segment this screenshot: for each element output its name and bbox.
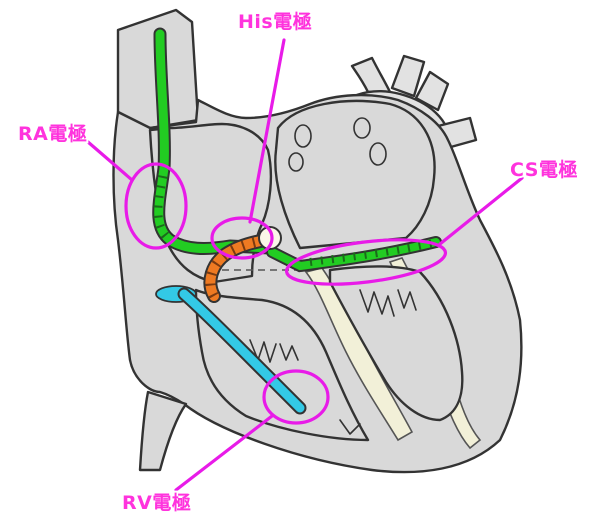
- ra-label: RA電極: [18, 122, 87, 145]
- cs-label: CS電極: [510, 158, 578, 181]
- his-label: His電極: [238, 10, 312, 33]
- inferior-vena-cava: [140, 392, 186, 470]
- rv-label: RV電極: [122, 491, 191, 514]
